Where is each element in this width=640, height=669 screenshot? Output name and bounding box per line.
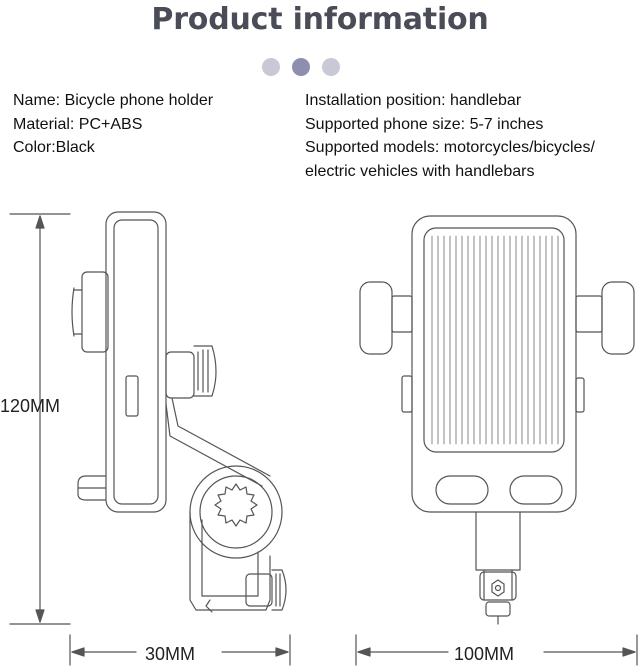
spec-color: Color:Black bbox=[13, 139, 95, 156]
spec-name: Name: Bicycle phone holder bbox=[13, 92, 214, 109]
side-view-drawing bbox=[71, 211, 287, 613]
spec-models: Supported models: motorcycles/bicycles/ bbox=[305, 139, 595, 156]
spec-models-cont: electric vehicles with handlebars bbox=[305, 162, 535, 180]
width-dimension-label: 100MM bbox=[454, 644, 515, 664]
spec-installation: Installation position: handlebar bbox=[305, 92, 522, 109]
height-dimension-line bbox=[9, 213, 71, 625]
spec-list-right: Installation position: handlebar Support… bbox=[305, 89, 595, 183]
spec-list-left: Name: Bicycle phone holder Material: PC+… bbox=[13, 89, 213, 160]
depth-dimension-label: 30MM bbox=[145, 644, 196, 664]
depth-dimension-line bbox=[69, 634, 291, 666]
grip-pad-ridges bbox=[431, 235, 559, 445]
pagination-dot-2 bbox=[292, 58, 310, 76]
pagination-dot-3 bbox=[322, 58, 340, 76]
spec-phone-size: Supported phone size: 5-7 inches bbox=[305, 115, 544, 133]
pagination-dot-1 bbox=[262, 58, 280, 76]
page-title: Product information bbox=[151, 2, 489, 37]
height-dimension-label: 120MM bbox=[0, 396, 61, 416]
pagination-dots bbox=[262, 58, 340, 76]
spec-material: Material: PC+ABS bbox=[13, 115, 143, 133]
front-view-drawing bbox=[359, 215, 635, 625]
width-dimension-line bbox=[355, 634, 638, 666]
